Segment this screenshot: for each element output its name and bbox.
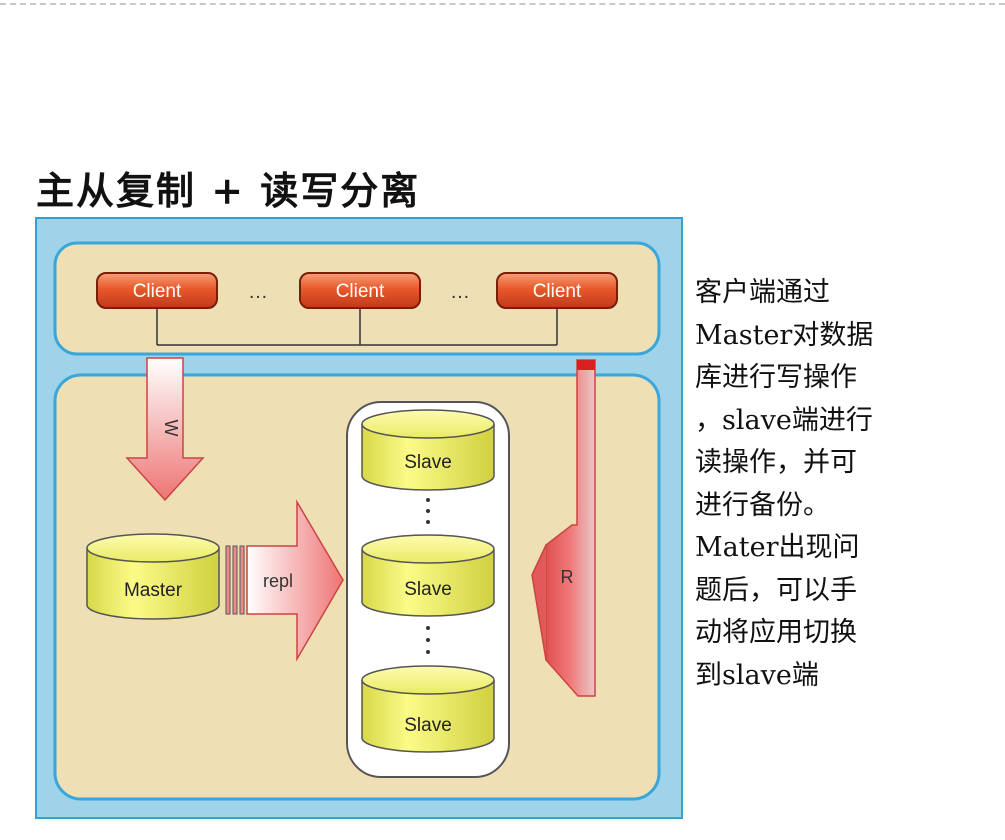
slave-database-3: Slave xyxy=(361,665,495,753)
slave-label: Slave xyxy=(404,579,452,600)
master-database: Master xyxy=(86,533,220,620)
write-arrow: W xyxy=(125,357,205,502)
client-node-3: Client xyxy=(496,272,618,309)
master-label: Master xyxy=(124,580,183,601)
description-line: 到slave端 xyxy=(695,659,819,691)
client-label: Client xyxy=(533,281,582,302)
description-line: 客户端通过 xyxy=(695,277,830,308)
description-line: ，slave端进行 xyxy=(695,404,873,436)
description-line: 进行备份。 xyxy=(695,489,830,521)
client-label: Client xyxy=(133,281,182,302)
description-text: 客户端通过 Master对数据 库进行写操作 ，slave端进行 读操作，并可 … xyxy=(695,272,955,697)
slave-database-1: Slave xyxy=(361,409,495,491)
client-label: Client xyxy=(336,281,385,302)
client-ellipsis: … xyxy=(248,281,268,303)
description-line: 动将应用切换 xyxy=(695,617,857,648)
read-label: R xyxy=(561,567,574,587)
top-dashed-border xyxy=(0,3,1005,5)
description-line: Master对数据 xyxy=(695,319,874,351)
description-line: 题后，可以手 xyxy=(695,574,857,606)
vertical-ellipsis xyxy=(426,498,430,524)
client-connector-lines xyxy=(156,308,558,346)
description-line: 读操作，并可 xyxy=(695,447,857,478)
repl-arrow: repl xyxy=(225,499,344,662)
description-line: Mater出现问 xyxy=(695,532,860,563)
slave-database-2: Slave xyxy=(361,534,495,617)
description-line: 库进行写操作 xyxy=(695,362,857,393)
client-node-2: Client xyxy=(299,272,421,309)
slave-label: Slave xyxy=(404,452,452,473)
page-title: 主从复制 + 读写分离 xyxy=(36,168,421,213)
client-node-1: Client xyxy=(96,272,218,309)
read-arrow: R xyxy=(531,359,596,697)
write-label: W xyxy=(161,420,181,437)
repl-label: repl xyxy=(263,571,293,591)
slave-label: Slave xyxy=(404,715,452,736)
vertical-ellipsis xyxy=(426,626,430,654)
client-ellipsis: … xyxy=(450,281,470,303)
